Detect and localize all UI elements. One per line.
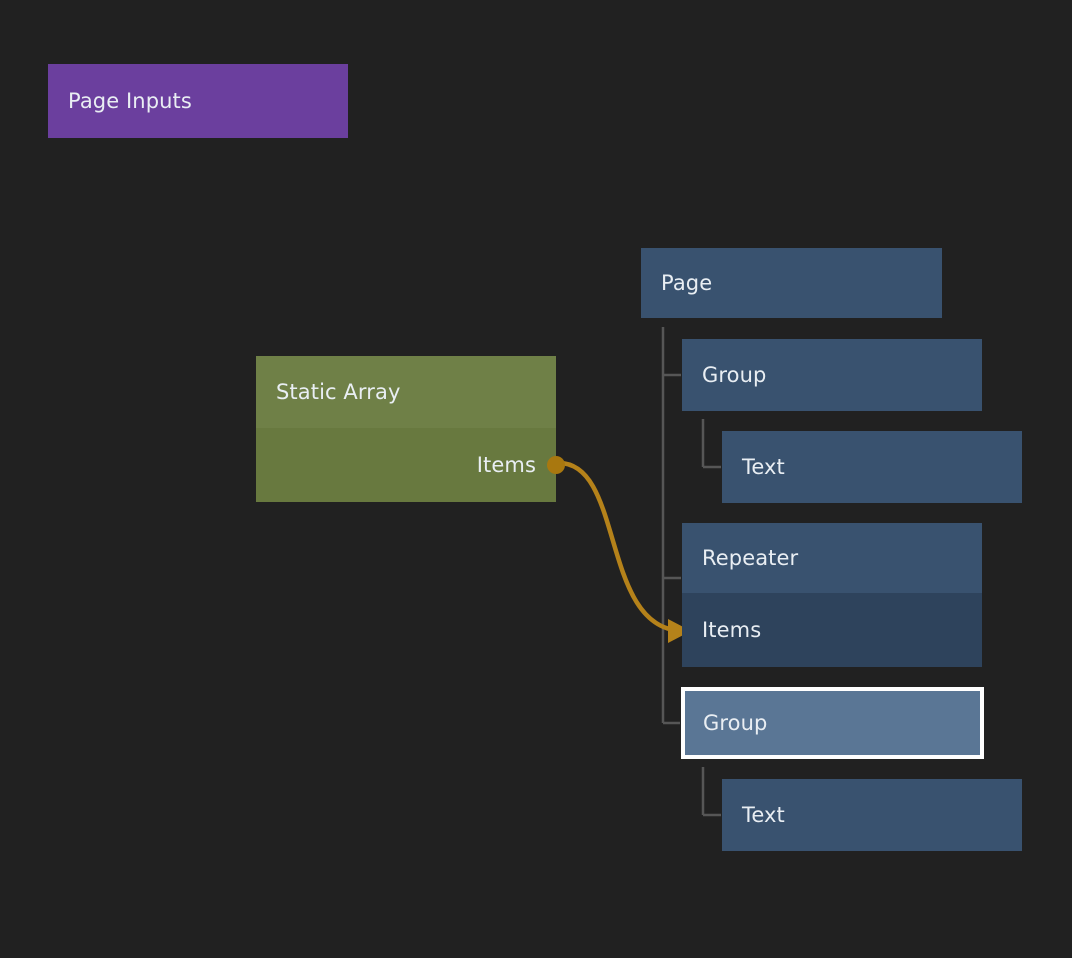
node-static-array[interactable]: Static Array Items	[256, 356, 565, 502]
input-port-label-items: Items	[702, 618, 762, 642]
tree-node-repeater[interactable]: Repeater Items	[682, 523, 982, 667]
node-static-array-header[interactable]: Static Array	[256, 356, 556, 428]
node-page-inputs-header[interactable]: Page Inputs	[48, 64, 348, 138]
output-port-label-items: Items	[476, 453, 536, 477]
tree-node-repeater-header[interactable]: Repeater	[682, 523, 982, 593]
node-static-array-title: Static Array	[276, 380, 401, 404]
tree-node-group-1[interactable]: Group	[682, 339, 982, 411]
data-connection-wire[interactable]	[556, 460, 691, 643]
tree-node-group-2-header[interactable]: Group	[685, 691, 980, 755]
connection-curve	[556, 460, 687, 634]
tree-node-group-2-selected[interactable]: Group	[681, 687, 984, 759]
node-page-inputs-title: Page Inputs	[68, 89, 192, 113]
tree-node-text-1-header[interactable]: Text	[722, 431, 1022, 503]
tree-node-repeater-input-row[interactable]: Items	[682, 593, 982, 667]
tree-node-page[interactable]: Page	[641, 248, 942, 318]
tree-node-group-1-header[interactable]: Group	[682, 339, 982, 411]
tree-node-text-2[interactable]: Text	[722, 779, 1022, 851]
tree-connector-lines	[661, 327, 721, 817]
tree-node-text-1[interactable]: Text	[722, 431, 1022, 503]
tree-node-page-title: Page	[661, 271, 713, 295]
output-port-dot-items[interactable]	[547, 456, 565, 474]
node-page-inputs[interactable]: Page Inputs	[48, 64, 348, 138]
tree-node-group-1-title: Group	[702, 363, 767, 387]
tree-node-group-2-title: Group	[703, 711, 768, 735]
tree-node-text-1-title: Text	[742, 455, 785, 479]
tree-node-repeater-title: Repeater	[702, 546, 799, 570]
node-static-array-output-row[interactable]: Items	[256, 428, 565, 502]
connection-arrowhead	[668, 619, 691, 643]
tree-node-text-2-header[interactable]: Text	[722, 779, 1022, 851]
tree-node-page-header[interactable]: Page	[641, 248, 942, 318]
tree-node-text-2-title: Text	[742, 803, 785, 827]
